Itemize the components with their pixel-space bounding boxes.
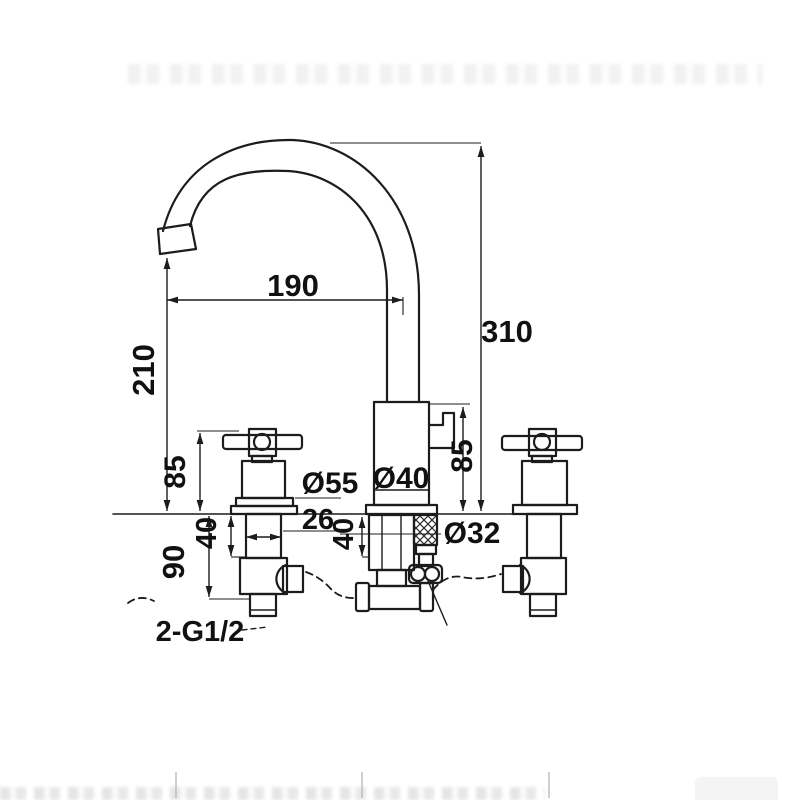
break-lines [127,571,502,604]
dim-body-height-label: 85 [446,439,479,472]
tee-cap-left [354,581,371,613]
spout-outer-curve [161,138,421,404]
dimension-labels: 190 310 210 85 90 40 85 40 26 Ø55 Ø40 Ø3… [126,268,533,648]
dim-handle-diameter-label: Ø55 [302,467,359,500]
right-bonnet [520,459,569,507]
left-cross-bar [221,433,304,451]
mixer-body [354,400,456,613]
dim-under-deck-label: 90 [156,545,191,579]
dim-left-shank-label: 40 [191,517,223,549]
left-bottom-nut [248,592,278,618]
left-elbow-bulge [275,563,288,595]
dim-body-diameter-label: Ø40 [373,462,430,495]
hose-nut-circle-left [409,565,427,583]
left-flange-lip [234,496,295,508]
right-cross-bar [500,434,584,452]
faucet-outline [112,138,584,631]
left-elbow-tab [281,564,305,594]
right-lower-body [519,556,568,596]
dim-center-shank-label: 40 [328,518,360,550]
right-handle [500,427,584,618]
spout-inner-curve [188,169,389,404]
break-line-far-left [127,597,155,604]
dim-hose-diameter-label: Ø32 [444,517,501,550]
left-shank [244,512,283,560]
left-hub-circle [252,432,272,452]
inlet-collar [375,568,408,588]
hose-nut-circle-right [423,565,441,583]
shank-inner-lines [381,514,402,571]
body-side-tab [427,411,456,450]
right-elbow-tab [501,564,525,594]
break-line-right [432,573,502,591]
left-bonnet [240,459,287,500]
dim-total-height-label: 310 [481,314,533,349]
right-shank [525,512,563,560]
spout-aerator-tip [156,222,198,256]
right-flange-plate [511,503,579,516]
right-bottom-nut [528,592,558,618]
dim-handle-height-label: 85 [159,455,192,488]
dim-thread-spec-label: 2-G1/2 [156,616,245,648]
braided-hose [412,513,439,547]
dim-spout-height-label: 210 [126,344,161,396]
bottom-tick-2 [361,772,363,798]
gooseneck-spout [156,138,421,404]
body-shank [367,513,416,572]
hose-connector-1 [414,543,438,556]
dim-shank-width-label: 26 [302,504,334,536]
body-flange [364,503,439,516]
left-flange-plate [229,504,299,516]
thread-leader-line [241,626,269,631]
dimension-lines [163,142,485,600]
arrow-lines [163,146,485,597]
bottom-tick-3 [548,772,550,798]
corner-gray-box [695,777,778,800]
left-handle [221,427,305,618]
tee-barrel [367,584,422,611]
nut-leader-line [427,580,448,626]
dim-spout-reach-label: 190 [267,268,319,303]
bottom-tick-1 [175,772,177,798]
right-hub-circle [532,432,552,452]
break-line-left [305,571,357,599]
